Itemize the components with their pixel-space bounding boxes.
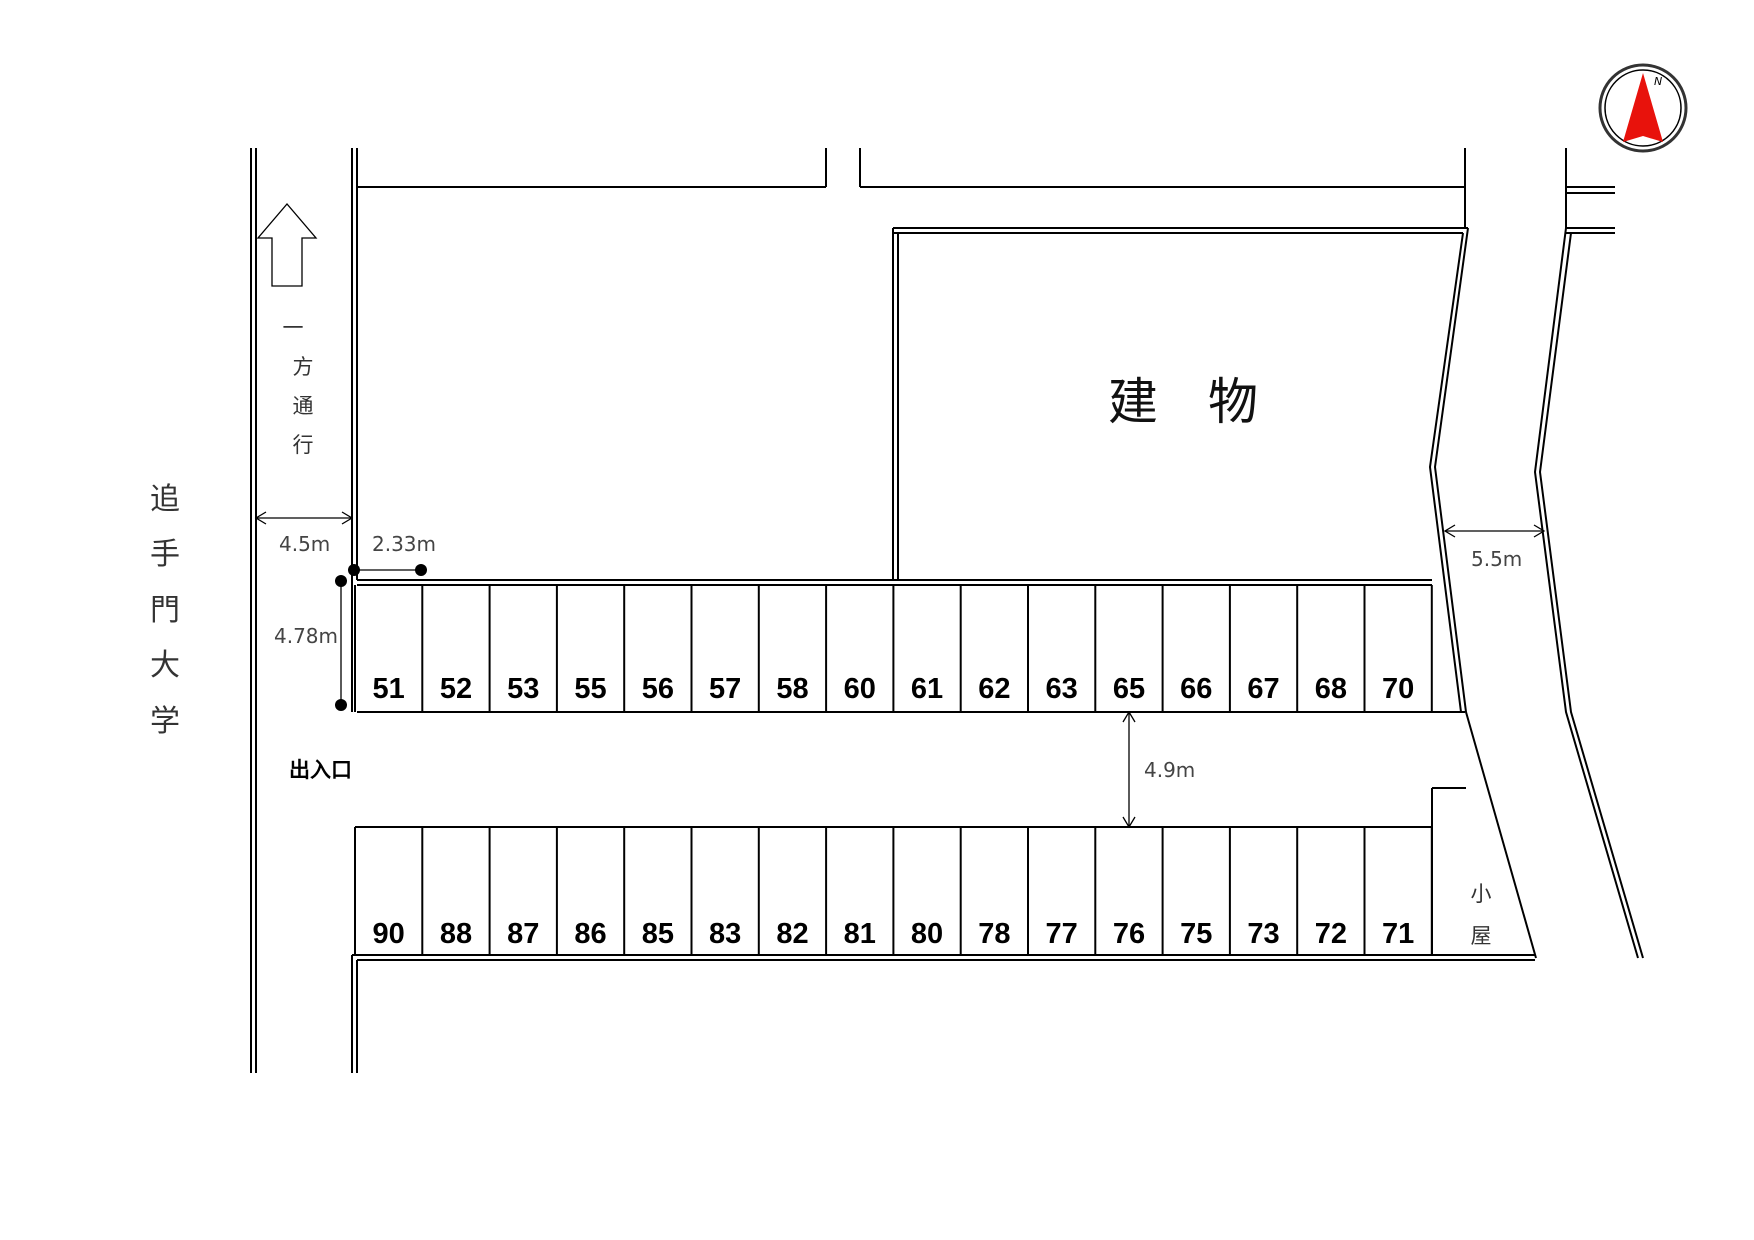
one-way-label: 一 方 通 行 bbox=[283, 316, 314, 457]
svg-text:大: 大 bbox=[150, 648, 180, 683]
aisle-width-arrow bbox=[1122, 710, 1136, 829]
parking-slot-number: 86 bbox=[574, 918, 606, 950]
parking-slot-number: 83 bbox=[709, 918, 741, 950]
parking-slot-number: 76 bbox=[1113, 918, 1145, 950]
parking-slot-number: 63 bbox=[1046, 673, 1078, 705]
left-road-edge bbox=[250, 148, 257, 1073]
parking-slot-number: 60 bbox=[844, 673, 876, 705]
aisle-width-label: 4.9m bbox=[1144, 758, 1195, 782]
entrance-label: 出入口 bbox=[289, 758, 352, 782]
parking-slot-number: 87 bbox=[507, 918, 539, 950]
slot-depth-marker bbox=[335, 575, 347, 711]
parking-slot-number: 73 bbox=[1247, 918, 1279, 950]
parking-slot-number: 80 bbox=[911, 918, 943, 950]
parking-slot-number: 61 bbox=[911, 673, 943, 705]
slot-width-marker bbox=[348, 564, 427, 576]
svg-text:学: 学 bbox=[150, 704, 180, 739]
parking-slot-number: 53 bbox=[507, 673, 539, 705]
parking-slot-number: 82 bbox=[776, 918, 808, 950]
parking-slot-number: 56 bbox=[642, 673, 674, 705]
one-way-arrow-icon bbox=[256, 202, 318, 287]
north-letter: N bbox=[1654, 75, 1662, 88]
svg-text:方: 方 bbox=[293, 355, 314, 379]
road-width-left-arrow bbox=[254, 511, 354, 525]
parking-slot-number: 71 bbox=[1382, 918, 1414, 950]
parking-slot-number: 68 bbox=[1315, 673, 1347, 705]
svg-text:追: 追 bbox=[150, 482, 180, 517]
parking-slot-number: 85 bbox=[642, 918, 674, 950]
parking-slot-number: 70 bbox=[1382, 673, 1414, 705]
parking-slot-number: 57 bbox=[709, 673, 741, 705]
parking-slot-number: 66 bbox=[1180, 673, 1212, 705]
lot-left-boundary bbox=[351, 148, 358, 1073]
parking-slot-number: 72 bbox=[1315, 918, 1347, 950]
road-width-right-arrow bbox=[1443, 524, 1546, 538]
parking-slot-number: 51 bbox=[373, 673, 405, 705]
building bbox=[892, 227, 1468, 580]
svg-text:手: 手 bbox=[150, 537, 180, 572]
parking-slot-number: 81 bbox=[844, 918, 876, 950]
street-name-label: 追 手 門 大 学 bbox=[150, 482, 180, 739]
right-road-edge bbox=[1428, 227, 1644, 959]
svg-text:行: 行 bbox=[293, 433, 314, 457]
parking-slot-number: 62 bbox=[978, 673, 1010, 705]
top-row-slots bbox=[357, 579, 1465, 713]
north-compass-icon: N bbox=[1598, 63, 1688, 153]
road-width-left-label: 4.5m bbox=[279, 532, 330, 556]
svg-text:一: 一 bbox=[283, 316, 304, 340]
parking-slot-number: 55 bbox=[574, 673, 606, 705]
parking-slot-number: 75 bbox=[1180, 918, 1212, 950]
parking-slot-number: 90 bbox=[373, 918, 405, 950]
parking-slot-number: 65 bbox=[1113, 673, 1145, 705]
svg-text:門: 門 bbox=[150, 593, 180, 628]
parking-slot-number: 67 bbox=[1247, 673, 1279, 705]
svg-text:屋: 屋 bbox=[1471, 924, 1492, 948]
road-width-right-label: 5.5m bbox=[1471, 547, 1522, 571]
parking-slot-number: 58 bbox=[776, 673, 808, 705]
building-label: 建 物 bbox=[1108, 373, 1258, 431]
parking-slot-number: 52 bbox=[440, 673, 472, 705]
slot-width-label: 2.33m bbox=[372, 532, 436, 556]
hut-label: 小 屋 bbox=[1471, 882, 1492, 948]
slot-depth-label: 4.78m bbox=[274, 624, 338, 648]
top-boundary bbox=[357, 148, 1615, 234]
svg-text:小: 小 bbox=[1471, 882, 1492, 906]
svg-text:通: 通 bbox=[293, 394, 314, 418]
parking-slot-number: 77 bbox=[1046, 918, 1078, 950]
parking-slot-number: 78 bbox=[978, 918, 1010, 950]
parking-slot-number: 88 bbox=[440, 918, 472, 950]
